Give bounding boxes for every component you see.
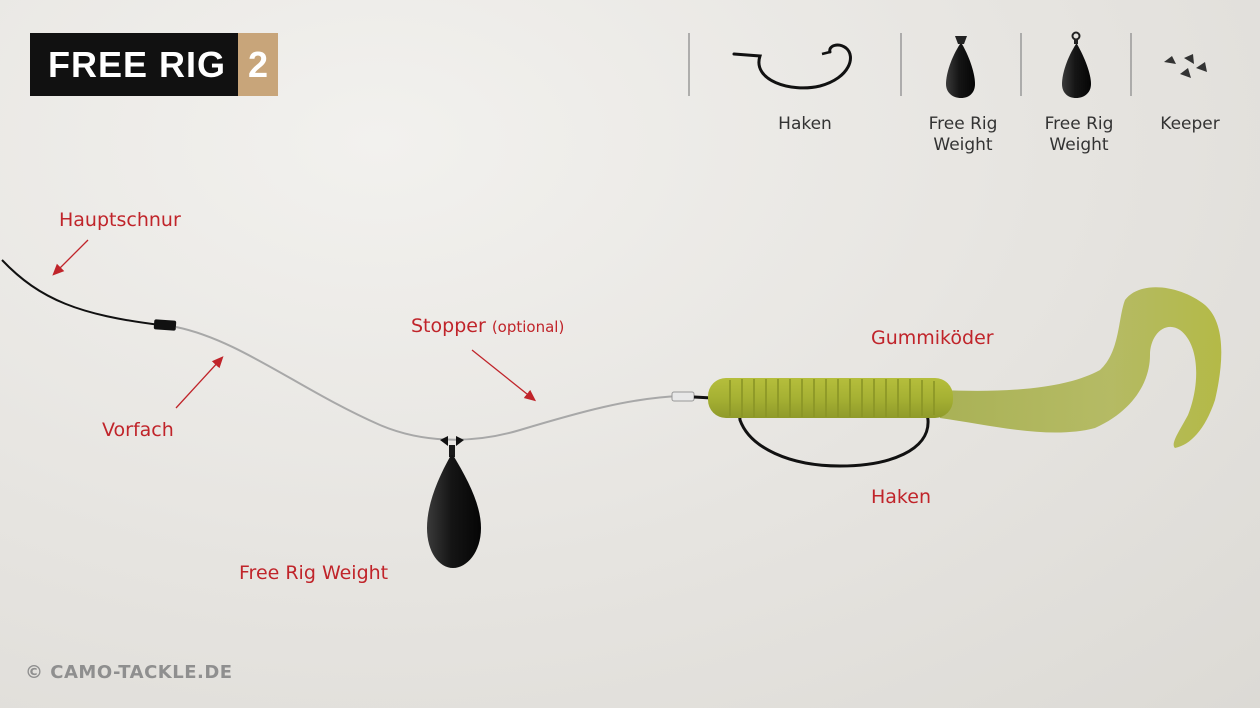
copyright-text: © CAMO-TACKLE.DE xyxy=(25,662,233,683)
free-rig-weight-icon xyxy=(946,36,975,98)
label-free-rig-weight: Free Rig Weight xyxy=(239,562,389,584)
free-rig-weight-eyelet-icon xyxy=(1062,31,1091,98)
title-text: FREE RIG xyxy=(30,33,239,96)
title-badge: FREE RIG 2 xyxy=(30,33,279,96)
title-number: 2 xyxy=(238,33,279,96)
legend-label-weight-2: Free Rig Weight xyxy=(1044,114,1114,155)
label-gummikoeder: Gummiköder xyxy=(871,327,994,349)
legend-label-keeper: Keeper xyxy=(1160,114,1220,134)
free-rig-weight xyxy=(427,445,481,568)
hook-icon xyxy=(732,43,852,90)
arrow-vorfach xyxy=(175,356,224,409)
label-vorfach: Vorfach xyxy=(102,419,174,441)
arrow-stopper xyxy=(471,349,537,402)
stopper-beads xyxy=(440,436,464,446)
keeper-beads-icon xyxy=(1164,54,1207,78)
bait-body xyxy=(708,378,953,418)
label-stopper-text: Stopper xyxy=(411,315,486,337)
hook-connector xyxy=(671,391,695,402)
line-connector xyxy=(153,319,177,331)
label-stopper-note: (optional) xyxy=(491,318,565,336)
legend-label-weight-1: Free Rig Weight xyxy=(928,114,998,155)
bait-tail xyxy=(940,287,1222,448)
label-stopper: Stopper (optional) xyxy=(411,315,564,337)
main-line xyxy=(1,259,161,326)
label-hauptschnur: Hauptschnur xyxy=(59,209,181,231)
label-haken: Haken xyxy=(871,486,931,508)
legend-label-hook: Haken xyxy=(778,114,832,134)
leader-line xyxy=(175,326,681,441)
legend-dividers xyxy=(688,33,1132,96)
arrow-hauptschnur xyxy=(52,239,89,276)
